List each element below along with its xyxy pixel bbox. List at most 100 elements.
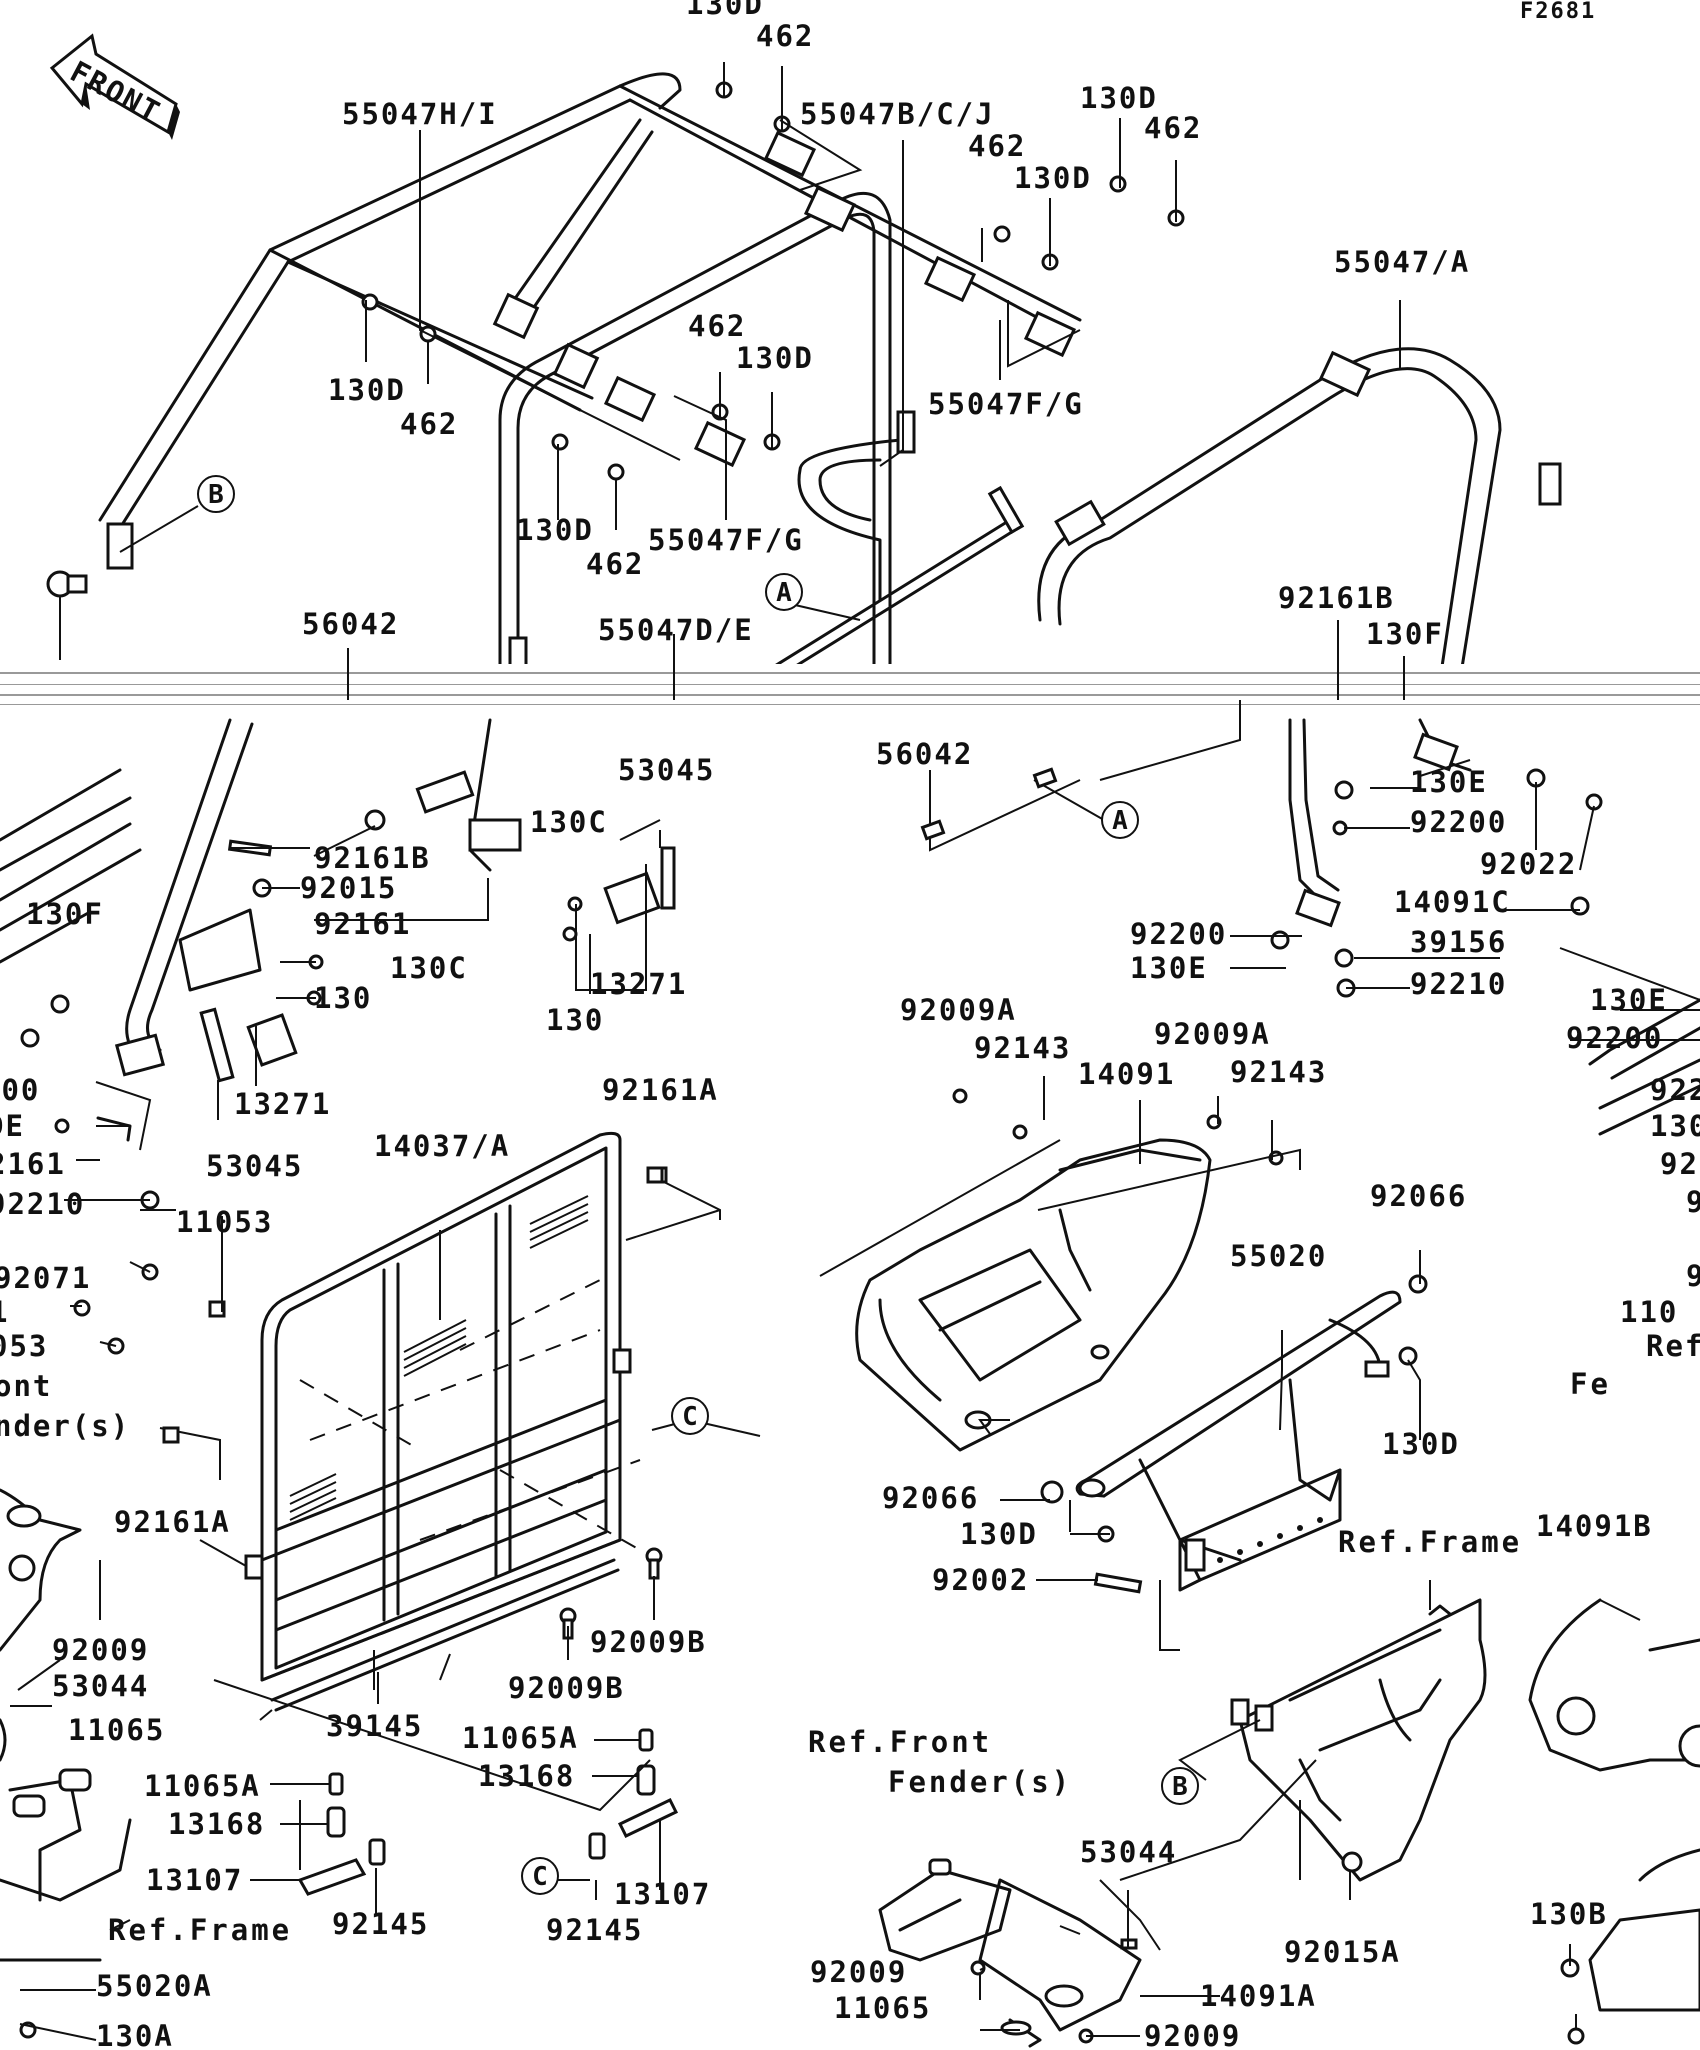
left-frame-fragment	[0, 1488, 132, 2039]
reference-label: Ref.Front	[808, 1725, 992, 1759]
part-label: DE	[0, 1109, 25, 1143]
part-label: 55047H/I	[342, 97, 498, 131]
part-label: 14091	[1078, 1057, 1175, 1091]
part-label: 13107	[146, 1863, 243, 1897]
cage-brackets	[106, 130, 1562, 680]
part-label: 11065A	[144, 1769, 261, 1803]
part-label: 2161	[0, 1147, 66, 1181]
part-label: 92161	[314, 907, 411, 941]
part-label: 56042	[302, 607, 399, 641]
part-label: 92143	[1230, 1055, 1327, 1089]
callout-b-lower: B	[1161, 1767, 1199, 1805]
roll-cage-assembly	[98, 72, 1502, 712]
part-label: 92009A	[1154, 1017, 1271, 1051]
part-label: 92200	[1130, 917, 1227, 951]
part-label: 130D	[960, 1517, 1038, 1551]
part-label: 14091B	[1536, 1509, 1653, 1543]
part-label: 92009	[1144, 2019, 1241, 2050]
part-label: 92009	[810, 1955, 907, 1989]
part-label: 55047/A	[1334, 245, 1470, 279]
part-label: 92200	[1410, 805, 1507, 839]
part-label: 11065	[68, 1713, 165, 1747]
reference-label: Fe	[1570, 1367, 1611, 1401]
part-label: 92143	[974, 1031, 1071, 1065]
part-label: 14091A	[1200, 1979, 1317, 2013]
part-label: 55047D/E	[598, 613, 754, 647]
part-label: 130D	[686, 0, 764, 21]
part-label: 13107	[614, 1877, 711, 1911]
part-label: 922	[1650, 1073, 1700, 1107]
svg-text:C: C	[532, 1862, 548, 1892]
part-label: 92161A	[602, 1073, 719, 1107]
part-label: 92	[1660, 1147, 1699, 1181]
part-label: 13168	[168, 1807, 265, 1841]
part-label: 92009B	[590, 1625, 707, 1659]
part-label: 92009B	[508, 1671, 625, 1705]
part-label: 92210	[0, 1187, 85, 1221]
part-label: 92161B	[1278, 581, 1395, 615]
part-label: 462	[756, 19, 814, 53]
part-label: 462	[1144, 111, 1202, 145]
part-label: 92066	[1370, 1179, 1467, 1213]
reference-label: Ref.Frame	[1338, 1525, 1522, 1559]
reference-label: Ref.Frame	[108, 1913, 292, 1947]
part-label: 110	[1620, 1295, 1678, 1329]
part-label: 130D	[736, 341, 814, 375]
part-label: nder(s)	[0, 1409, 130, 1443]
part-label: 55047F/G	[928, 387, 1084, 421]
part-label: 130D	[1014, 161, 1092, 195]
part-label: 11065A	[462, 1721, 579, 1755]
part-label: 92009	[52, 1633, 149, 1667]
leader-lines	[10, 62, 1700, 2041]
svg-text:B: B	[1172, 1772, 1188, 1802]
part-label: 55047B/C/J	[800, 97, 995, 131]
part-label: 92071	[0, 1261, 91, 1295]
part-label: 462	[688, 309, 746, 343]
part-label: 11053	[176, 1205, 273, 1239]
part-label: ont	[0, 1369, 52, 1403]
part-label: 92145	[332, 1907, 429, 1941]
part-label: 053	[0, 1329, 48, 1363]
part-label: 92145	[546, 1913, 643, 1947]
right-side-panels	[1270, 718, 1700, 2045]
part-label: 130F	[1366, 617, 1444, 651]
part-label: 53045	[206, 1149, 303, 1183]
part-label: 53044	[1080, 1835, 1177, 1869]
part-label: 130	[1650, 1109, 1700, 1143]
part-label: Ref.Fro	[1646, 1329, 1700, 1363]
part-label: 130D	[1382, 1427, 1460, 1461]
svg-text:B: B	[208, 480, 224, 510]
part-label: 53044	[52, 1669, 149, 1703]
part-label: 14037/A	[374, 1129, 510, 1163]
divider-helper-lines	[299, 1279, 641, 1551]
part-label: 92066	[882, 1481, 979, 1515]
figure-code: F2681	[1520, 0, 1596, 24]
svg-text:C: C	[682, 1402, 698, 1432]
part-label: 55020A	[96, 1969, 213, 2003]
seat-divider-panel	[244, 1131, 663, 1712]
part-label: 39145	[326, 1709, 423, 1743]
part-label: 53045	[618, 753, 715, 787]
part-label: 130C	[390, 951, 468, 985]
part-label: 9207	[1686, 1259, 1700, 1293]
front-direction-arrow-icon: FRONT	[49, 33, 180, 140]
part-label: 130E	[1590, 983, 1668, 1017]
part-label: 92200	[1566, 1021, 1663, 1055]
part-label: 130C	[530, 805, 608, 839]
callout-a-lower: A	[1101, 801, 1139, 839]
part-label: 92022	[1480, 847, 1577, 881]
part-label: 130B	[1530, 1897, 1608, 1931]
part-label: 200	[0, 1073, 40, 1107]
part-label: 130	[314, 981, 372, 1015]
part-label: 462	[968, 129, 1026, 163]
reference-label: Fender(s)	[888, 1765, 1072, 1799]
part-label: 130D	[1080, 81, 1158, 115]
part-label: 462	[586, 547, 644, 581]
part-label: 11065	[834, 1991, 931, 2025]
part-label: 56042	[876, 737, 973, 771]
misc-marks	[162, 767, 1058, 1444]
callout-c-upper: C	[671, 1397, 709, 1435]
